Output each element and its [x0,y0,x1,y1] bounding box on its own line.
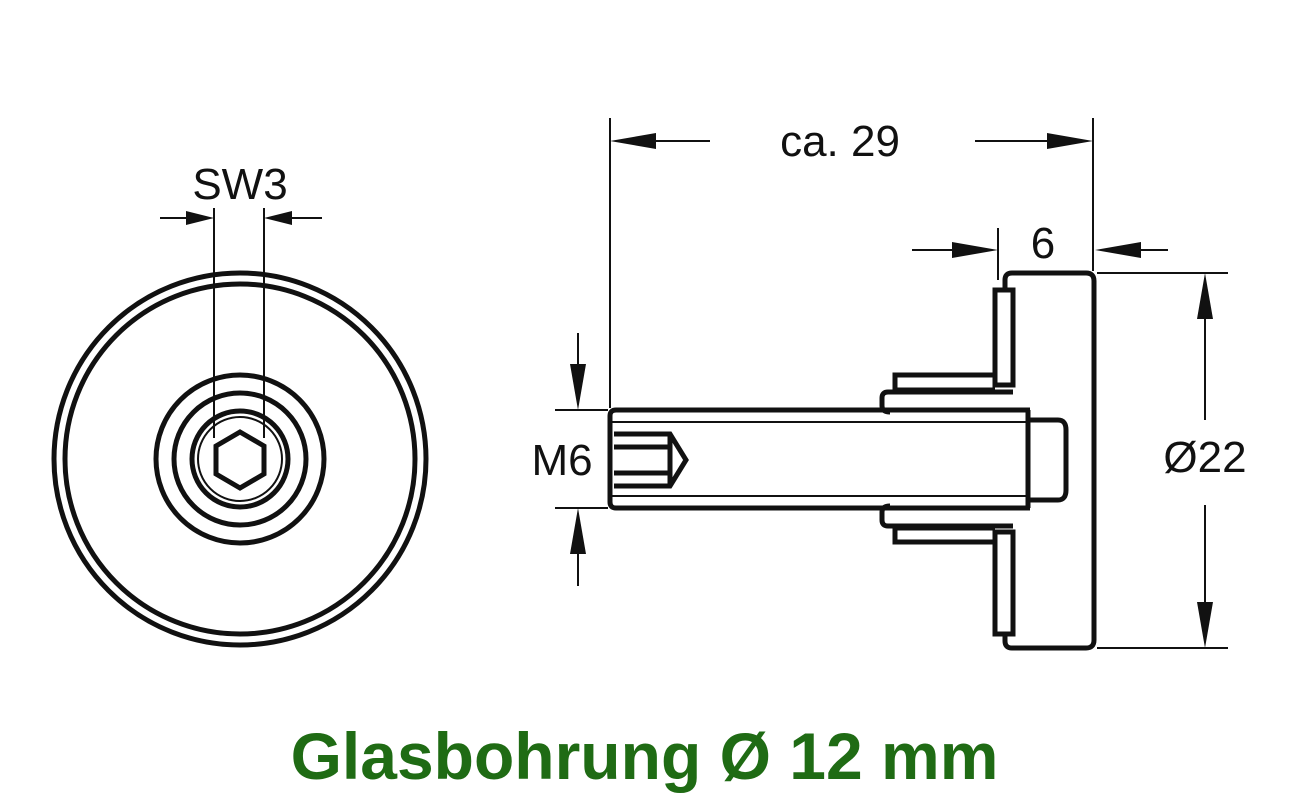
side-view: ca. 29 6 M6 Ø22 [531,117,1247,651]
arrow-icon [570,364,586,410]
thread-ring [197,416,283,502]
diameter-label: Ø22 [1163,433,1246,482]
outer-ring-inner [62,281,418,637]
disc-head [1002,270,1097,651]
arrow-icon [1197,602,1213,648]
screw-ring [189,408,291,510]
arrow-icon [264,211,292,225]
arrow-icon [1197,273,1213,319]
arrow-icon [570,508,586,554]
arrow-icon [1047,133,1093,149]
hex-socket-icon [213,429,267,491]
socket-hex [614,431,689,489]
threaded-screw [607,407,1030,511]
arrow-icon [1095,242,1141,258]
wrench-size-label: SW3 [192,160,287,209]
thread-label: M6 [531,436,592,485]
arrow-icon [186,211,214,225]
front-view: SW3 [51,160,429,648]
head-thickness-label: 6 [1031,219,1055,268]
total-length-label: ca. 29 [780,117,900,166]
drawing-title: Glasbohrung Ø 12 mm [290,719,999,793]
hub-ring [153,372,327,546]
collar-ring [171,390,309,528]
arrow-icon [952,242,998,258]
arrow-icon [610,133,656,149]
outer-ring [51,270,429,648]
